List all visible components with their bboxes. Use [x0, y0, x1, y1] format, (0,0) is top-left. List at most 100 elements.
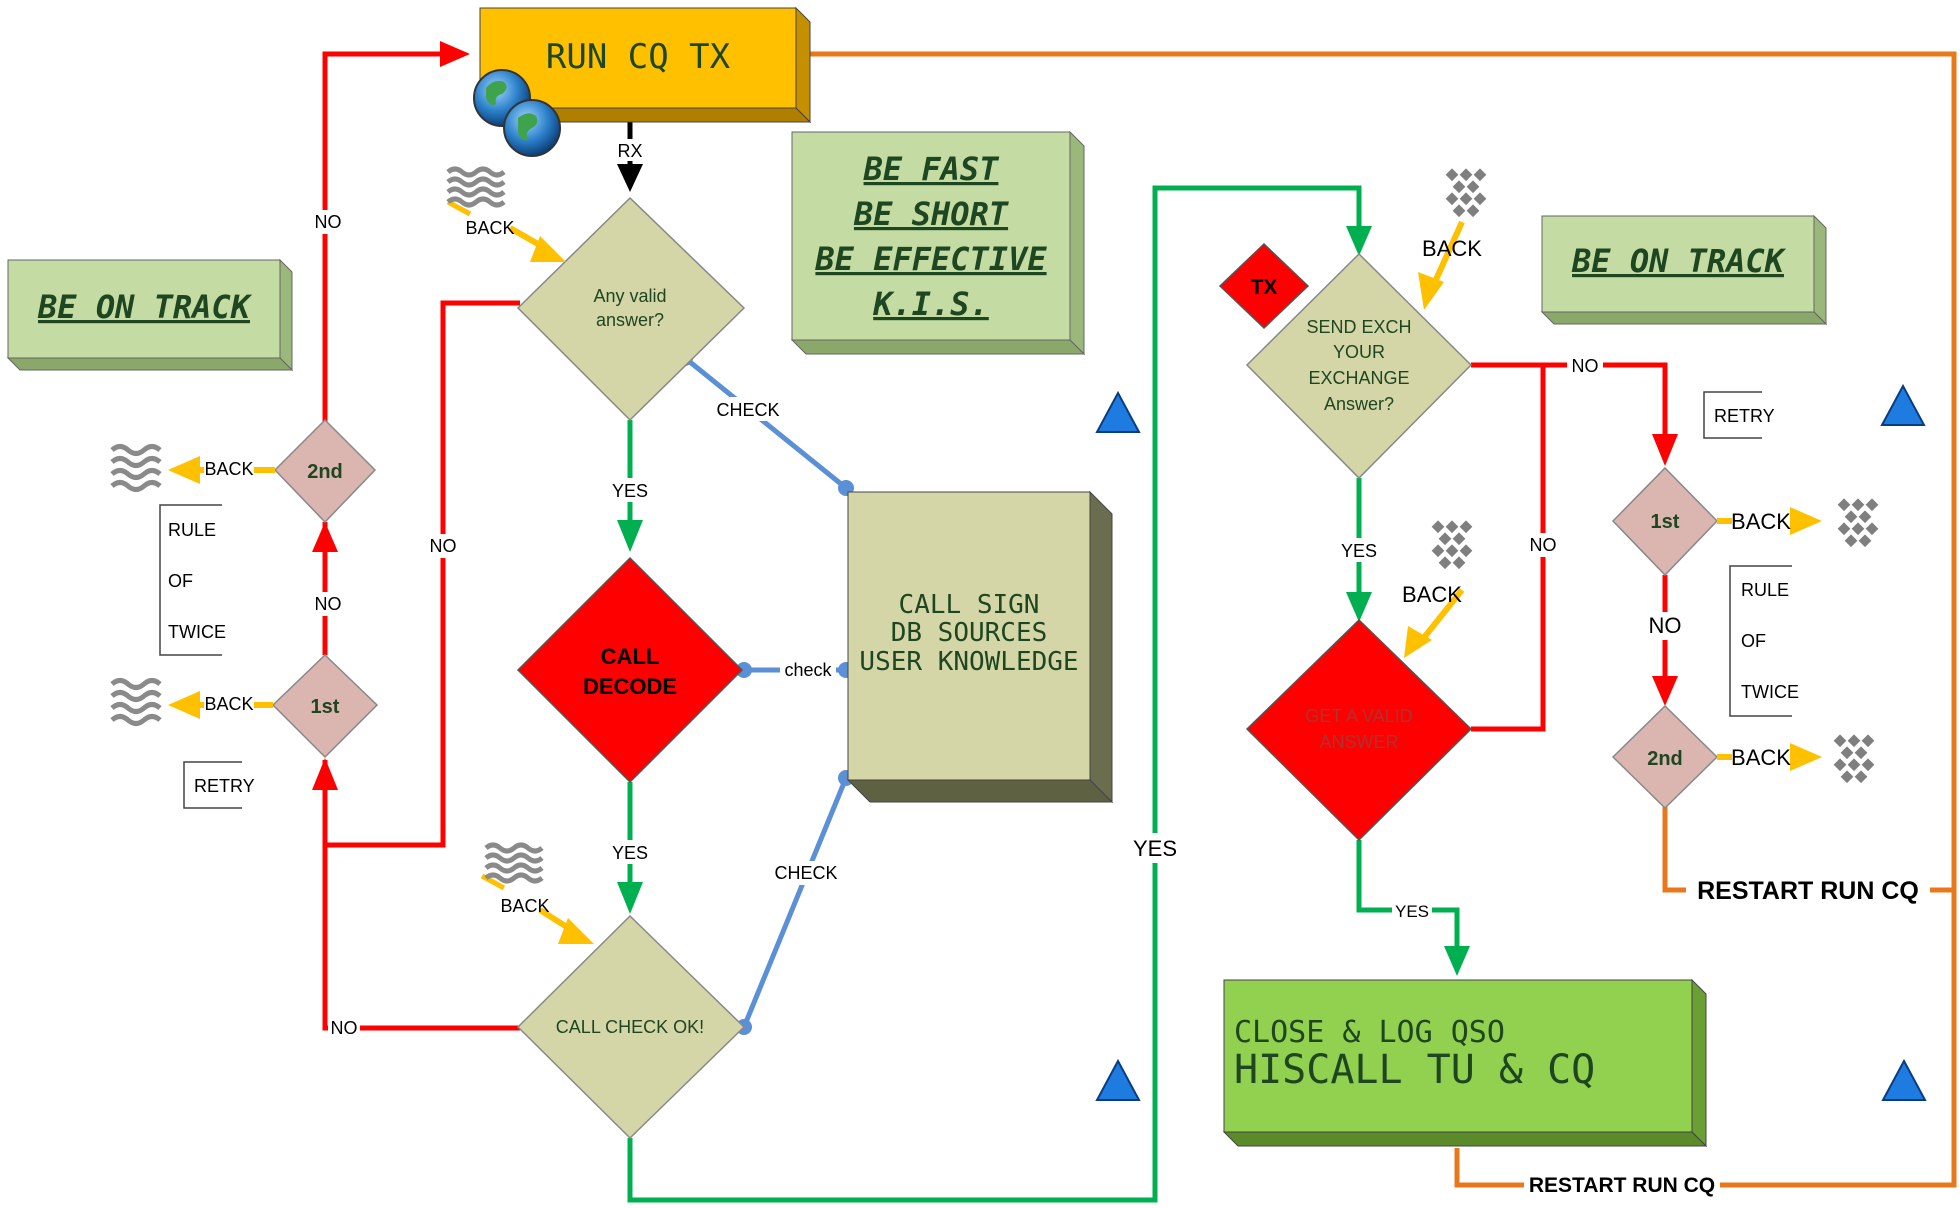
left-1st-label: 1st	[311, 696, 340, 718]
get-valid-line-1: GET A VALID	[1305, 706, 1412, 726]
call-decode-line-1: CALL	[601, 644, 660, 669]
decision-right-2nd: 2nd	[1611, 704, 1719, 810]
rule-right-line-2: OF	[1741, 631, 1766, 651]
run-cq-label: RUN CQ TX	[546, 37, 731, 77]
any-valid-line-1: Any valid	[593, 286, 666, 306]
send-exch-line-1: SEND EXCH	[1306, 317, 1411, 337]
back-label: BACK	[1731, 745, 1791, 770]
yes-arrowhead-4	[1346, 592, 1372, 622]
decision-call-decode: CALL DECODE	[516, 556, 744, 784]
motto-line-4: K.I.S.	[872, 285, 989, 323]
back-arrow-right-1st	[1790, 507, 1822, 535]
check-label-lower: check	[784, 660, 832, 680]
right-1st-label: 1st	[1651, 511, 1680, 533]
yes-label: YES	[1341, 541, 1377, 561]
yes-label: YES	[612, 481, 648, 501]
no-label: NO	[1572, 356, 1599, 376]
triangle-icon	[1880, 383, 1926, 426]
no-label: NO	[315, 594, 342, 614]
get-valid-line-2: ANSWER	[1319, 732, 1398, 752]
yes-arrowhead-1	[617, 520, 643, 552]
yes-long-path	[627, 185, 1362, 1203]
no-label: NO	[331, 1018, 358, 1038]
no-line-return	[325, 300, 520, 848]
call-check-label: CALL CHECK OK!	[556, 1017, 704, 1037]
check-label: CHECK	[716, 400, 779, 420]
checker-icon	[1431, 520, 1473, 570]
rule-bracket-right: RULE OF TWICE	[1729, 565, 1799, 717]
log-line-1: CLOSE & LOG QSO	[1234, 1015, 1505, 1050]
triangle-icon	[1095, 1058, 1141, 1101]
rule-left-line-2: OF	[168, 571, 193, 591]
motto-line-2: BE SHORT	[853, 195, 1010, 233]
back-arrow-call-check	[558, 918, 594, 944]
yes-arrowhead-5	[1444, 946, 1470, 976]
back-label: BACK	[1402, 582, 1462, 607]
sources-line-2: DB SOURCES	[891, 618, 1048, 648]
yes-arrowhead-3	[1346, 226, 1372, 256]
yes-label: YES	[1133, 836, 1177, 861]
call-decode-line-2: DECODE	[583, 674, 677, 699]
motto-box-center: BE FAST BE SHORT BE EFFECTIVE K.I.S.	[790, 130, 1086, 356]
triangle-icon	[1881, 1058, 1927, 1101]
back-label: BACK	[204, 694, 253, 714]
no-arrowhead-top	[440, 41, 470, 67]
rule-right-line-1: RULE	[1741, 580, 1789, 600]
no-label: NO	[1649, 613, 1682, 638]
decision-call-check: CALL CHECK OK!	[516, 914, 746, 1140]
wave-icon	[110, 444, 162, 492]
yes-label: YES	[612, 843, 648, 863]
rule-right-line-3: TWICE	[1741, 682, 1799, 702]
left-2nd-label: 2nd	[307, 461, 343, 483]
back-label: BACK	[204, 459, 253, 479]
rule-bracket-left: RULE OF TWICE	[159, 504, 226, 656]
no-label: NO	[1530, 535, 1557, 555]
run-cq-box: RUN CQ TX	[478, 6, 812, 124]
no-line-up	[322, 51, 446, 422]
checker-icon	[1445, 168, 1487, 218]
sources-line-1: CALL SIGN	[899, 590, 1040, 620]
decision-left-2nd: 2nd	[273, 418, 377, 524]
motto-box-left: BE ON TRACK	[6, 258, 294, 372]
wave-icon	[110, 678, 162, 726]
back-arrow-left-2nd	[168, 456, 200, 484]
rule-left-line-1: RULE	[168, 520, 216, 540]
yes-arrowhead-2	[617, 882, 643, 914]
motto-line-1: BE FAST	[863, 150, 1001, 188]
yes-line-4	[1356, 840, 1460, 958]
decision-left-1st: 1st	[271, 653, 379, 759]
back-arrow-left-1st	[168, 691, 200, 719]
check-dot	[736, 662, 752, 678]
restart-label: RESTART RUN CQ	[1697, 877, 1919, 905]
back-label: BACK	[465, 218, 514, 238]
yes-label: YES	[1395, 902, 1429, 921]
send-exch-line-2: YOUR	[1333, 342, 1385, 362]
no-line-right	[1471, 362, 1668, 448]
restart-line-2	[790, 51, 1957, 1188]
no-arrowhead-right-1	[1652, 434, 1678, 466]
back-arrow-right-2nd	[1790, 743, 1822, 771]
wave-icon	[446, 166, 506, 208]
any-valid-line-2: answer?	[596, 310, 664, 330]
back-arrow-get-valid	[1404, 626, 1432, 658]
retry-left-label: RETRY	[194, 776, 255, 796]
edge-labels: RX YES YES YES YES YES NO NO NO NO NO NO…	[204, 139, 1930, 1197]
checker-icon	[1833, 734, 1875, 784]
checker-icon	[1837, 498, 1879, 548]
send-exch-line-3: EXCHANGE	[1308, 368, 1409, 388]
rx-label: RX	[617, 141, 642, 161]
back-label: BACK	[1422, 236, 1482, 261]
check-label: CHECK	[774, 863, 837, 883]
retry-bracket-right: RETRY	[1703, 391, 1775, 439]
no-line-right-return	[1471, 365, 1546, 732]
triangle-icon	[1095, 390, 1141, 433]
motto-left-label: BE ON TRACK	[37, 288, 253, 326]
sources-box: CALL SIGN DB SOURCES USER KNOWLEDGE	[846, 490, 1114, 804]
no-label: NO	[315, 212, 342, 232]
rx-arrowhead	[617, 164, 643, 192]
decision-any-valid: Any valid answer?	[516, 196, 746, 422]
sources-line-3: USER KNOWLEDGE	[859, 647, 1078, 677]
motto-line-3: BE EFFECTIVE	[814, 240, 1047, 278]
back-arrow-any-valid	[530, 236, 566, 262]
